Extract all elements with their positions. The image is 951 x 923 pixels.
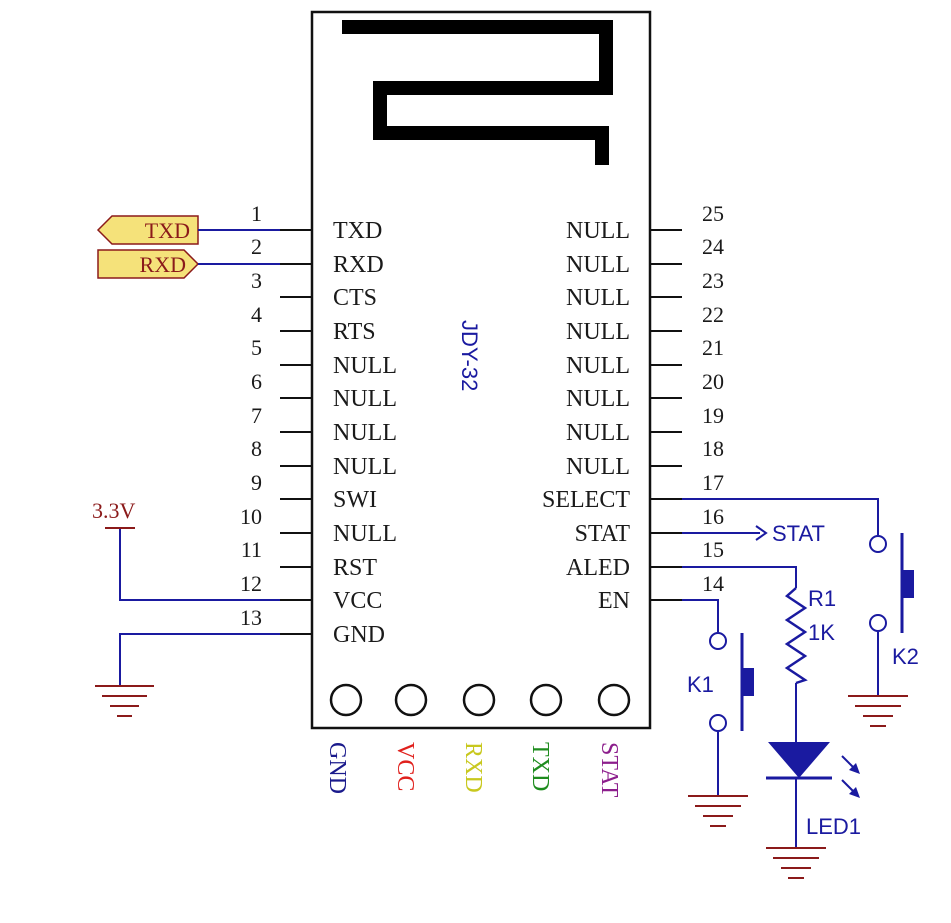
pin-label: NULL (566, 218, 630, 244)
pin-label: NULL (333, 386, 397, 412)
ground-symbol-left (95, 685, 154, 717)
header-hole-txd (529, 683, 563, 717)
pin-label-rxd: RXD (333, 252, 384, 278)
pin-label-select: SELECT (542, 487, 630, 513)
pin-label-aled: ALED (566, 555, 630, 581)
pin-label-en: EN (598, 588, 630, 614)
led-led1-name: LED1 (806, 814, 861, 839)
left-pin-labels: TXD RXD CTS RTS NULL NULL NULL NULL SWI … (333, 218, 397, 648)
ground-symbol-k1 (688, 795, 748, 827)
pin-number: 17 (702, 470, 724, 495)
pin-label: NULL (566, 285, 630, 311)
pin-number: 21 (702, 335, 724, 360)
module-name: JDY-32 (457, 320, 482, 391)
pin-number: 3 (251, 268, 262, 293)
stat-port: STAT (755, 521, 825, 546)
antenna-trace (342, 20, 613, 165)
pin-label: NULL (566, 252, 630, 278)
pin-label-vcc: VCC (333, 588, 382, 614)
pin-label-txd: TXD (333, 218, 382, 244)
header-label-stat: STAT (596, 742, 622, 798)
pin-label: NULL (566, 319, 630, 345)
pin-number: 13 (240, 605, 262, 630)
led-led1: LED1 (766, 742, 861, 839)
header-labels: GND VCC RXD TXD STAT (324, 742, 622, 798)
button-k1: K1 (687, 632, 754, 732)
pin-number: 12 (240, 571, 262, 596)
pin-label: NULL (566, 386, 630, 412)
right-pin-numbers: 25 24 23 22 21 20 19 18 17 16 15 14 (702, 201, 724, 596)
right-pin-stubs (650, 229, 682, 601)
pin-number: 24 (702, 234, 724, 259)
pin-number: 22 (702, 302, 724, 327)
pin-label-gnd: GND (333, 622, 385, 648)
header-hole-rxd (462, 683, 496, 717)
ground-symbol-k2 (848, 695, 908, 727)
left-pin-stubs (280, 229, 312, 635)
right-wires (682, 498, 879, 848)
pin-label-swi: SWI (333, 487, 377, 513)
left-pin-numbers: 1 2 3 4 5 6 7 8 9 10 11 12 13 (240, 201, 262, 630)
pin-label: NULL (333, 353, 397, 379)
pin-number: 5 (251, 335, 262, 360)
pin-number: 25 (702, 201, 724, 226)
header-hole-stat (597, 683, 631, 717)
header-label-gnd: GND (324, 742, 350, 794)
rxd-port: RXD (97, 249, 200, 279)
pin-label-rts: RTS (333, 319, 376, 345)
led-triangle (768, 742, 830, 778)
ground-symbol-led (766, 847, 826, 879)
pin-number: 18 (702, 436, 724, 461)
pin-number: 7 (251, 403, 262, 428)
rxd-port-label: RXD (140, 252, 186, 277)
resistor-r1-name: R1 (808, 586, 836, 611)
button-k2-name: K2 (892, 644, 919, 669)
pin-label: NULL (333, 521, 397, 547)
pin-label-cts: CTS (333, 285, 377, 311)
pin-number: 19 (702, 403, 724, 428)
header-hole-gnd (329, 683, 363, 717)
pin-number: 4 (251, 302, 262, 327)
right-pin-labels: NULL NULL NULL NULL NULL NULL NULL NULL … (542, 218, 630, 614)
resistor-r1: R1 1K (784, 586, 836, 685)
pin-label: NULL (566, 454, 630, 480)
module-body (310, 10, 652, 730)
button-k1-name: K1 (687, 672, 714, 697)
pin-number: 1 (251, 201, 262, 226)
left-wires (119, 229, 280, 686)
pin-number: 20 (702, 369, 724, 394)
power-3v3: 3.3V (92, 498, 136, 529)
header-holes (329, 683, 631, 717)
pin-number: 10 (240, 504, 262, 529)
header-hole-vcc (394, 683, 428, 717)
pin-number: 23 (702, 268, 724, 293)
power-3v3-label: 3.3V (92, 498, 136, 523)
pin-label: NULL (566, 420, 630, 446)
header-label-txd: TXD (527, 742, 553, 791)
pin-label: NULL (333, 454, 397, 480)
txd-port-label: TXD (145, 218, 190, 243)
resistor-r1-value: 1K (808, 620, 835, 645)
pin-number: 8 (251, 436, 262, 461)
txd-port: TXD (96, 215, 199, 245)
pin-number: 9 (251, 470, 262, 495)
rxd-port-flag (97, 249, 200, 279)
pin-number: 2 (251, 234, 262, 259)
pin-label: NULL (566, 353, 630, 379)
pin-number: 11 (241, 537, 262, 562)
header-label-rxd: RXD (460, 742, 486, 793)
header-label-vcc: VCC (392, 742, 418, 791)
button-k2: K2 (869, 533, 919, 669)
stat-port-label: STAT (772, 521, 825, 546)
pin-number: 6 (251, 369, 262, 394)
pin-number: 16 (702, 504, 724, 529)
pin-label-stat: STAT (575, 521, 631, 547)
pin-number: 15 (702, 537, 724, 562)
resistor-zigzag (784, 587, 808, 685)
pin-label: NULL (333, 420, 397, 446)
pin-number: 14 (702, 571, 724, 596)
pin-label-rst: RST (333, 555, 377, 581)
